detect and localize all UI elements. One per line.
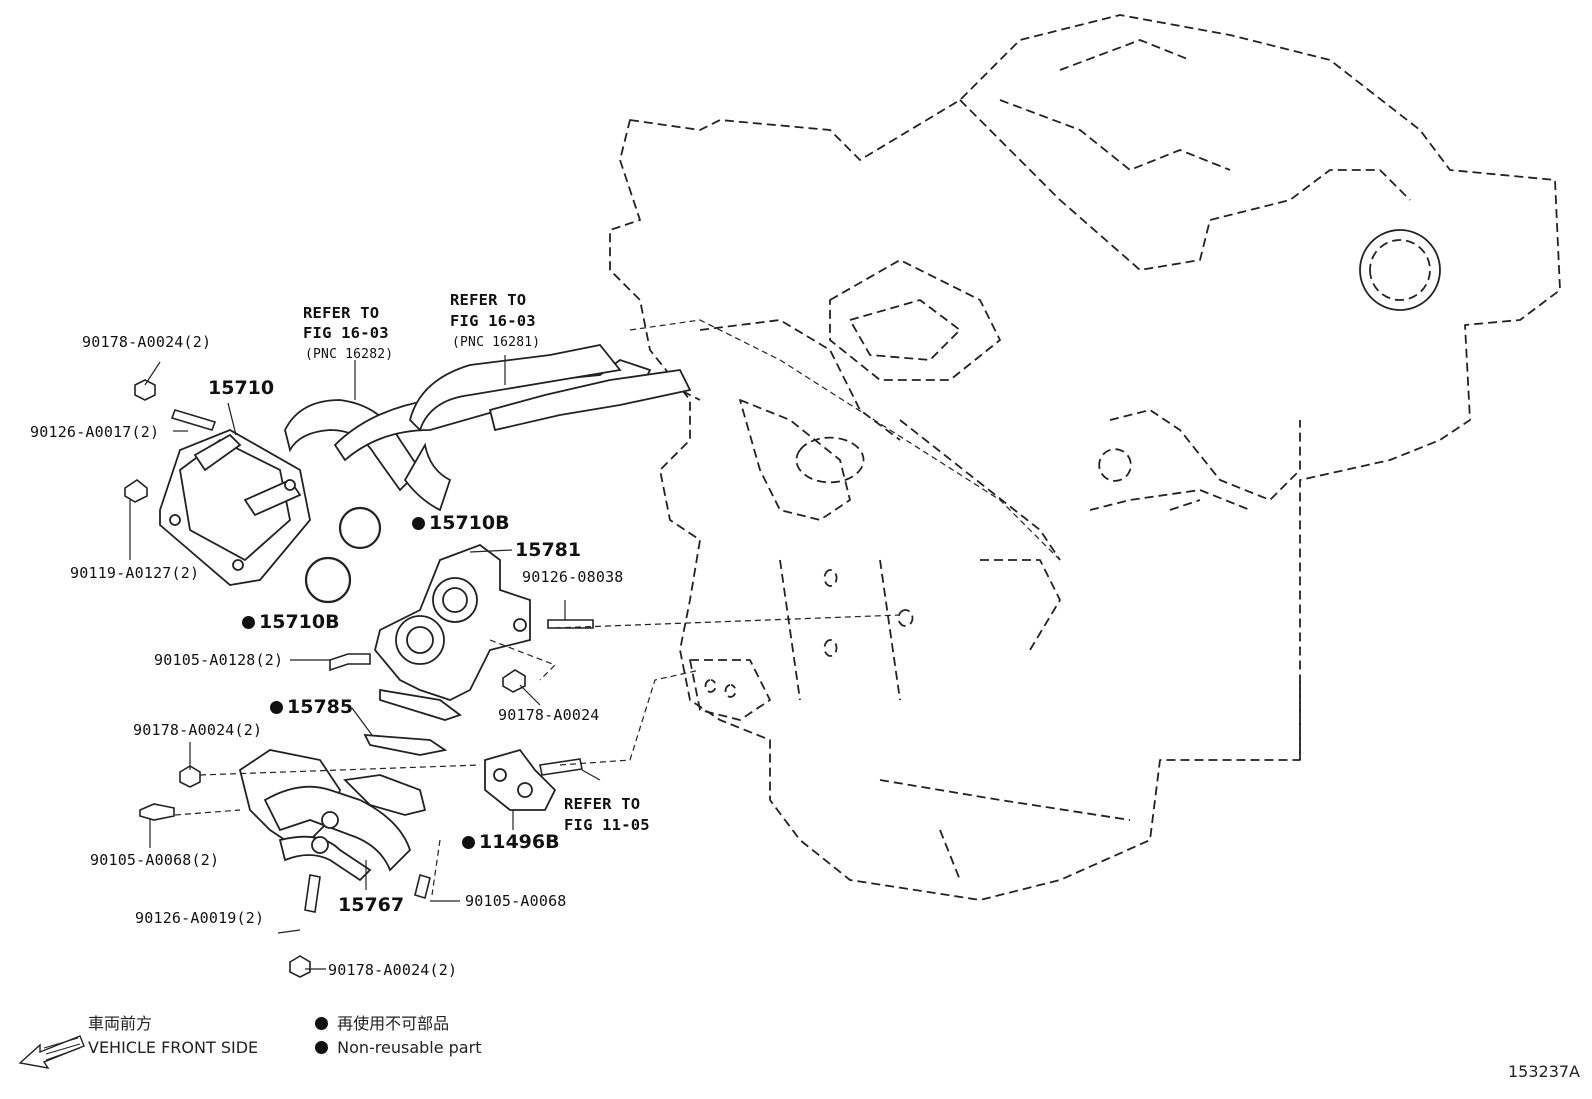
refer-fig-16-03-b-line1: REFER TO — [450, 291, 527, 309]
part-label-15767: 15767 — [338, 894, 405, 916]
part-label-90126-a0019-2: 90126-A0019(2) — [135, 909, 265, 927]
o-rings — [304, 506, 382, 604]
hoses — [284, 344, 692, 512]
legend-non-reusable-en-row: Non-reusable part — [315, 1036, 481, 1060]
cooler-bracket — [374, 543, 531, 721]
figure-id: 153237A — [1507, 1062, 1580, 1081]
part-label-90105-a0068: 90105-A0068 — [465, 892, 567, 910]
legend-non-reusable-en: Non-reusable part — [337, 1038, 482, 1057]
part-label-90178-a0024-2-left: 90178-A0024(2) — [133, 721, 263, 739]
non-reusable-dot-icon — [242, 616, 255, 629]
refer-fig-16-03-b-pnc: (PNC 16281) — [452, 335, 541, 350]
non-reusable-dot-icon — [462, 836, 475, 849]
part-label-90178-a0024-2-top: 90178-A0024(2) — [82, 333, 212, 351]
part-label-15781: 15781 — [515, 539, 582, 561]
part-label-15710b-upper: 15710B — [412, 513, 510, 533]
fasteners — [124, 379, 594, 978]
refer-fig-16-03-a-pnc: (PNC 16282) — [305, 347, 394, 362]
part-label-11496b-text: 11496B — [479, 831, 560, 853]
vehicle-front-arrow — [18, 1035, 85, 1069]
part-label-15785-text: 15785 — [287, 696, 354, 718]
non-reusable-dot-icon — [315, 1017, 328, 1030]
part-label-90178-a0024-mid: 90178-A0024 — [498, 706, 600, 724]
legend-vehicle-front-jp: 車両前方 — [88, 1014, 153, 1033]
legend-vehicle-front-en: VEHICLE FRONT SIDE — [88, 1038, 259, 1057]
gaskets — [363, 733, 557, 811]
legend-non-reusable: 再使用不可部品 Non-reusable part — [315, 1012, 481, 1060]
legend-vehicle-front: 車両前方 VEHICLE FRONT SIDE — [88, 1012, 258, 1060]
part-label-15785: 15785 — [270, 697, 353, 717]
non-reusable-dot-icon — [270, 701, 283, 714]
oil-cooler — [159, 429, 311, 586]
refer-fig-11-05-line2: FIG 11-05 — [564, 816, 650, 834]
non-reusable-dot-icon — [315, 1041, 328, 1054]
part-label-90126-08038: 90126-08038 — [522, 568, 624, 586]
part-label-90119-a0127-2: 90119-A0127(2) — [70, 564, 200, 582]
part-label-90126-a0017-2: 90126-A0017(2) — [30, 423, 160, 441]
refer-fig-11-05-line1: REFER TO — [564, 795, 641, 813]
part-label-90105-a0128-2: 90105-A0128(2) — [154, 651, 284, 669]
leader-lines — [174, 319, 1061, 896]
refer-fig-16-03-a-line2: FIG 16-03 — [303, 324, 389, 342]
label-leaders — [129, 355, 601, 970]
legend-non-reusable-jp-row: 再使用不可部品 — [315, 1012, 481, 1036]
part-label-90105-a0068-2: 90105-A0068(2) — [90, 851, 220, 869]
part-label-15710b-lower: 15710B — [242, 612, 340, 632]
engine-outline — [609, 14, 1561, 901]
non-reusable-dot-icon — [412, 517, 425, 530]
part-label-15710: 15710 — [208, 377, 275, 399]
legend-non-reusable-jp: 再使用不可部品 — [337, 1014, 450, 1033]
part-label-15710b-lower-text: 15710B — [259, 611, 340, 633]
pipe-assembly — [238, 749, 427, 882]
refer-fig-16-03-a-line1: REFER TO — [303, 304, 380, 322]
part-label-15710b-upper-text: 15710B — [429, 512, 510, 534]
refer-fig-16-03-b-line2: FIG 16-03 — [450, 312, 536, 330]
part-label-11496b: 11496B — [462, 832, 560, 852]
part-label-90178-a0024-2-bottom: 90178-A0024(2) — [328, 961, 458, 979]
